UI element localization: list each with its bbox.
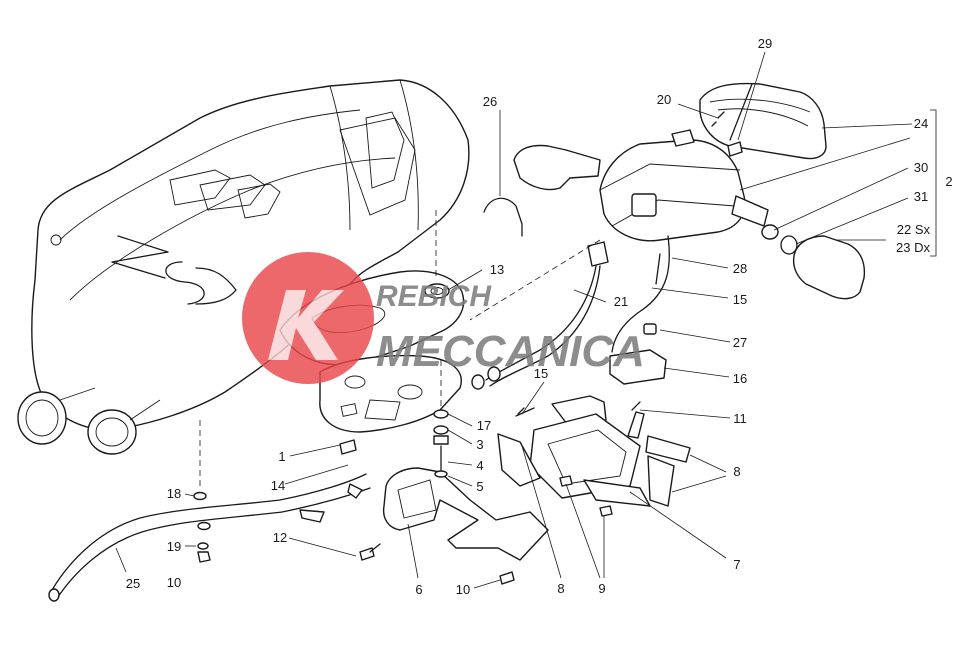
callout-5: 5 — [476, 479, 483, 494]
callout-9: 9 — [598, 581, 605, 596]
callout-14: 14 — [271, 478, 285, 493]
wiring-harness — [471, 241, 609, 390]
callout-15-lower: 15 — [534, 366, 548, 381]
callout-25: 25 — [126, 576, 140, 591]
callout-12: 12 — [273, 530, 287, 545]
callout-3: 3 — [476, 437, 483, 452]
license-plate-light — [609, 323, 667, 385]
license-plate-holder — [497, 395, 691, 507]
callout-10-left: 10 — [167, 575, 181, 590]
callout-17: 17 — [477, 418, 491, 433]
callout-11: 11 — [733, 411, 747, 426]
leader-lines — [115, 51, 913, 589]
callout-24: 24 — [914, 116, 928, 131]
callout-20: 20 — [657, 92, 671, 107]
rear-bracket — [382, 467, 549, 561]
group-bracket — [930, 109, 937, 257]
callout-30: 30 — [914, 160, 928, 175]
callout-15-upper: 15 — [733, 292, 747, 307]
hardware — [193, 407, 613, 585]
watermark-line-1: REBICH — [376, 280, 492, 313]
callout-29: 29 — [758, 36, 772, 51]
wire — [611, 235, 670, 353]
callout-23-dx: 23 Dx — [896, 240, 930, 255]
callout-22-sx: 22 Sx — [897, 222, 931, 237]
tail-cowl — [17, 79, 470, 455]
callout-13: 13 — [490, 262, 504, 277]
callout-8-lower: 8 — [557, 581, 564, 596]
callout-6: 6 — [415, 582, 422, 597]
grab-tube — [48, 473, 371, 602]
callout-21: 21 — [614, 294, 628, 309]
callout-10-lower: 10 — [456, 582, 470, 597]
retaining-clip — [483, 197, 523, 237]
callout-2: 2 — [945, 174, 952, 189]
callout-28: 28 — [733, 261, 747, 276]
watermark-line-2: MECCANICA — [376, 327, 645, 376]
callout-1: 1 — [278, 449, 285, 464]
callout-16: 16 — [733, 371, 747, 386]
watermark-mark — [268, 290, 344, 360]
watermark-logo — [242, 252, 374, 384]
callout-8-right: 8 — [733, 464, 740, 479]
callout-18: 18 — [167, 486, 181, 501]
assembly-lines — [199, 210, 601, 490]
callout-labels: 29 20 24 26 30 2 31 22 Sx 23 Dx 13 28 21… — [126, 36, 953, 597]
callout-7: 7 — [733, 557, 740, 572]
callout-31: 31 — [914, 189, 928, 204]
callout-26: 26 — [483, 94, 497, 109]
callout-19: 19 — [167, 539, 181, 554]
callout-4: 4 — [476, 458, 483, 473]
tail-light-assembly — [513, 82, 866, 300]
callout-27: 27 — [733, 335, 747, 350]
